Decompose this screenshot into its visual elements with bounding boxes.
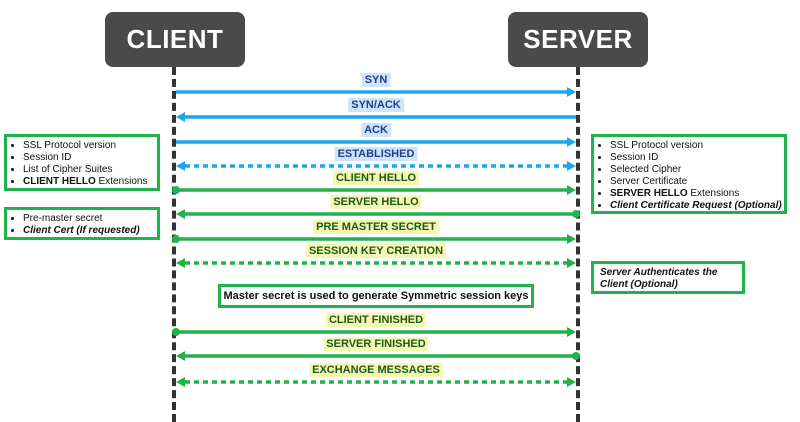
note-item: Pre-master secret [23, 213, 153, 225]
arrow-head [176, 112, 185, 122]
message-arrow [176, 377, 576, 387]
arrow-origin-dot [172, 186, 180, 194]
arrow-head [567, 185, 576, 195]
message-label: EXCHANGE MESSAGES [309, 363, 443, 377]
note-item: CLIENT HELLO Extensions [23, 176, 153, 188]
arrow-origin-dot [572, 352, 580, 360]
note-item: Session ID [610, 152, 780, 164]
server-auth-note: Server Authenticates the Client (Optiona… [591, 261, 745, 294]
client-lifeline [172, 67, 176, 422]
message-label: ESTABLISHED [334, 147, 418, 161]
note-rest: Extensions [95, 176, 148, 187]
arrow-head [567, 87, 576, 97]
arrow-origin-dot [572, 210, 580, 218]
client-key-note: Pre-master secret Client Cert (If reques… [4, 207, 160, 240]
note-bold: SERVER HELLO [610, 188, 688, 199]
message-arrow [176, 161, 576, 171]
note-item: Selected Cipher [610, 164, 780, 176]
note-bold-italic: Client Cert (If requested) [23, 225, 140, 236]
message-arrow [172, 185, 576, 195]
message-arrow [172, 234, 576, 244]
message-label: CLIENT HELLO [332, 171, 420, 185]
message-label: SERVER FINISHED [323, 337, 429, 351]
note-bold: CLIENT HELLO [23, 176, 96, 187]
note-item: SERVER HELLO Extensions [610, 188, 780, 200]
note-item: List of Cipher Suites [23, 164, 153, 176]
server-actor: SERVER [508, 12, 648, 67]
arrow-head [567, 137, 576, 147]
arrow-origin-dot [172, 235, 180, 243]
message-label: SYN/ACK [348, 98, 404, 112]
arrow-head [567, 377, 576, 387]
master-secret-note: Master secret is used to generate Symmet… [218, 284, 534, 308]
arrow-head [176, 258, 185, 268]
arrow-head [176, 351, 185, 361]
message-arrow [172, 327, 576, 337]
message-arrow [176, 137, 576, 147]
server-lifeline [576, 67, 580, 422]
message-label: PRE MASTER SECRET [313, 220, 439, 234]
arrow-head [567, 327, 576, 337]
arrow-head [176, 161, 185, 171]
note-item: SSL Protocol version [610, 140, 780, 152]
client-hello-note: SSL Protocol version Session ID List of … [4, 134, 160, 191]
message-label: CLIENT FINISHED [325, 313, 427, 327]
server-hello-note: SSL Protocol version Session ID Selected… [591, 134, 787, 214]
arrow-head [567, 234, 576, 244]
arrow-head [176, 209, 185, 219]
note-item: Server Certificate [610, 176, 780, 188]
message-arrow [176, 351, 580, 361]
arrow-head [567, 161, 576, 171]
note-item: Client Certificate Request (Optional) [610, 200, 782, 212]
note-item: Client Cert (If requested) [23, 225, 153, 237]
arrow-head [567, 258, 576, 268]
client-actor: CLIENT [105, 12, 245, 67]
message-label: SYN [361, 73, 391, 87]
message-arrow [176, 209, 580, 219]
note-rest: Extensions [687, 188, 740, 199]
arrow-head [176, 377, 185, 387]
message-arrow [176, 112, 576, 122]
message-label: SERVER HELLO [330, 195, 422, 209]
message-arrow [176, 258, 576, 268]
note-bold-italic: Client Certificate Request (Optional) [610, 200, 782, 211]
arrow-origin-dot [172, 328, 180, 336]
note-item: SSL Protocol version [23, 140, 153, 152]
message-arrow [176, 87, 576, 97]
message-label: ACK [361, 123, 391, 137]
message-label: SESSION KEY CREATION [305, 244, 447, 258]
note-item: Session ID [23, 152, 153, 164]
